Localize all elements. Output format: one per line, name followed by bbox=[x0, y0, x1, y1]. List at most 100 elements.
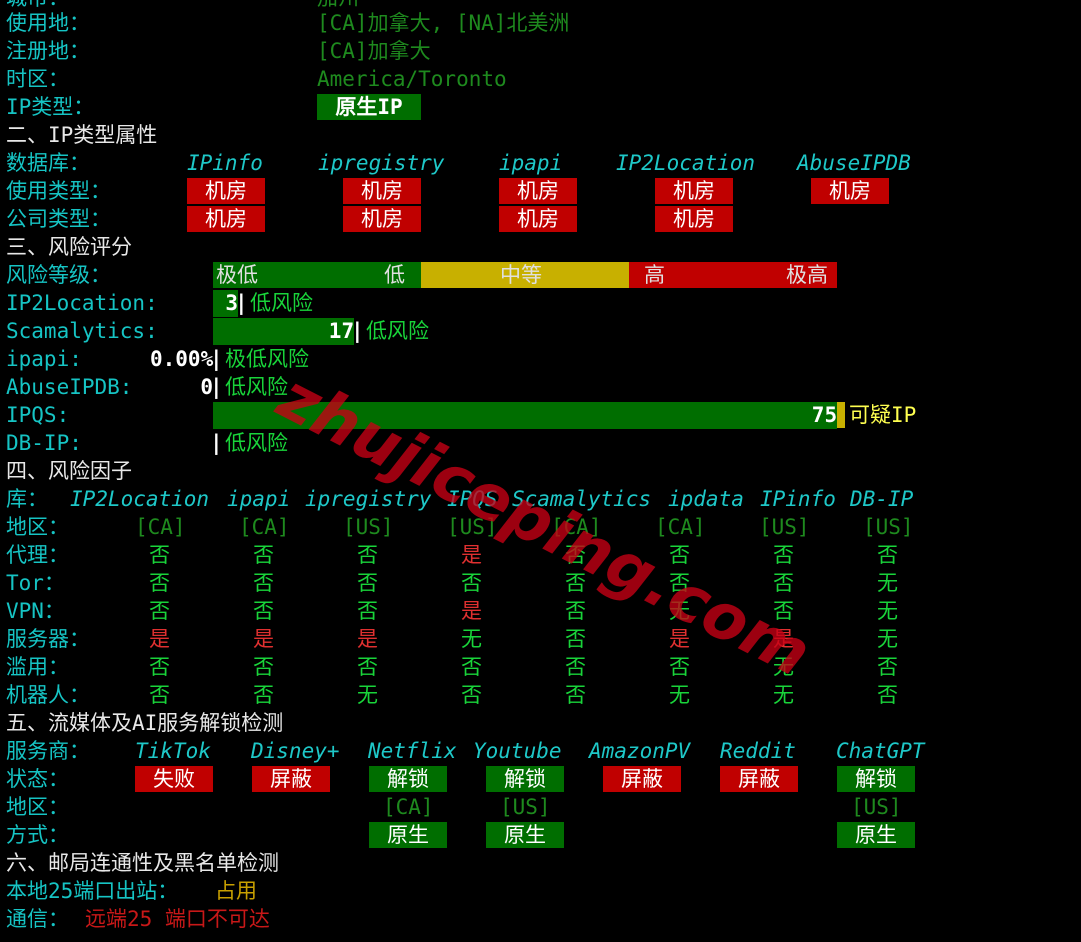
stream-status-badge: 解锁 bbox=[837, 766, 915, 792]
stream-provider-name: Youtube bbox=[473, 739, 562, 763]
timezone-label: 时区： bbox=[6, 67, 69, 91]
factor-value: 无 bbox=[669, 599, 690, 623]
factor-value: 否 bbox=[461, 683, 482, 707]
stream-region-value: [US] bbox=[851, 795, 902, 819]
factor-library-name: ipdata bbox=[668, 487, 744, 511]
factor-value: 否 bbox=[461, 655, 482, 679]
port25-label: 本地25端口出站： bbox=[6, 879, 179, 903]
factor-value: 否 bbox=[773, 599, 794, 623]
factor-row-label: VPN： bbox=[6, 599, 65, 623]
factor-region-value: [CA] bbox=[135, 515, 186, 539]
risk-score-value: 0.00% bbox=[150, 347, 214, 371]
company-type-label: 公司类型： bbox=[6, 207, 111, 231]
factor-value: 否 bbox=[149, 543, 170, 567]
factor-value: 否 bbox=[565, 655, 586, 679]
risk-level-very-low: 极低 bbox=[216, 263, 258, 287]
factor-region-value: [US] bbox=[759, 515, 810, 539]
db-ipinfo: IPinfo bbox=[187, 151, 263, 175]
stream-provider-name: AmazonPV bbox=[589, 739, 691, 763]
db-ipapi: ipapi bbox=[499, 151, 563, 175]
risk-description: 低风险 bbox=[225, 431, 288, 455]
factor-row-label: 机器人： bbox=[6, 683, 90, 707]
factor-row-label: 滥用： bbox=[6, 655, 69, 679]
risk-source-label: Scamalytics: bbox=[6, 319, 158, 343]
provider-label: 服务商： bbox=[6, 739, 90, 763]
factor-value: 是 bbox=[461, 543, 482, 567]
stream-provider-name: ChatGPT bbox=[836, 739, 925, 763]
factor-value: 否 bbox=[669, 571, 690, 595]
company-type-badge: 机房 bbox=[499, 206, 577, 232]
risk-description: 低风险 bbox=[225, 375, 288, 399]
risk-level-medium: 中等 bbox=[500, 263, 542, 287]
factor-value: 否 bbox=[149, 655, 170, 679]
stream-status-badge: 屏蔽 bbox=[720, 766, 798, 792]
factor-value: 否 bbox=[565, 683, 586, 707]
factor-row-label: 代理： bbox=[6, 543, 69, 567]
port25-value: 占用 bbox=[215, 879, 257, 903]
risk-score-value: 0 bbox=[200, 375, 214, 399]
iptype-label: IP类型： bbox=[6, 95, 95, 119]
factor-value: 否 bbox=[669, 655, 690, 679]
section-mail-title: 六、邮局连通性及黑名单检测 bbox=[6, 851, 279, 875]
status-label: 状态： bbox=[6, 767, 69, 791]
factor-library-name: ipapi bbox=[227, 487, 291, 511]
factor-library-name: DB-IP bbox=[850, 487, 914, 511]
factor-value: 是 bbox=[461, 599, 482, 623]
factor-value: 否 bbox=[357, 543, 378, 567]
risk-source-label: IP2Location: bbox=[6, 291, 158, 315]
risk-score-value: 75 bbox=[811, 403, 838, 427]
section-streaming-title: 五、流媒体及AI服务解锁检测 bbox=[6, 711, 284, 735]
factor-value: 是 bbox=[357, 627, 378, 651]
stream-provider-name: TikTok bbox=[135, 739, 211, 763]
factor-library-name: ipregistry bbox=[305, 487, 432, 511]
factor-region-label: 地区： bbox=[6, 515, 69, 539]
factor-value: 无 bbox=[877, 599, 898, 623]
factor-value: 无 bbox=[461, 627, 482, 651]
usage-type-badge: 机房 bbox=[499, 178, 577, 204]
risk-description: 可疑IP bbox=[849, 403, 917, 427]
risk-score-bar bbox=[213, 290, 238, 317]
section-risk-factors-title: 四、风险因子 bbox=[6, 459, 132, 483]
company-type-badge: 机房 bbox=[655, 206, 733, 232]
risk-separator: | bbox=[210, 375, 223, 399]
factor-region-value: [US] bbox=[343, 515, 394, 539]
risk-level-low: 低 bbox=[384, 263, 405, 287]
stream-status-badge: 屏蔽 bbox=[603, 766, 681, 792]
factor-value: 无 bbox=[877, 627, 898, 651]
risk-level-high: 高 bbox=[644, 263, 665, 287]
risk-level-label: 风险等级： bbox=[6, 263, 111, 287]
factor-row-label: Tor： bbox=[6, 571, 65, 595]
risk-separator bbox=[837, 402, 845, 428]
usage-type-badge: 机房 bbox=[343, 178, 421, 204]
factor-value: 否 bbox=[565, 599, 586, 623]
risk-scale-low bbox=[213, 262, 421, 288]
factor-library-name: IP2Location bbox=[70, 487, 210, 511]
factor-value: 否 bbox=[357, 655, 378, 679]
factor-value: 是 bbox=[253, 627, 274, 651]
company-type-badge: 机房 bbox=[187, 206, 265, 232]
factor-library-name: IPQS bbox=[447, 487, 498, 511]
factor-value: 否 bbox=[357, 571, 378, 595]
registration-label: 注册地： bbox=[6, 39, 90, 63]
section-risk-score-title: 三、风险评分 bbox=[6, 235, 132, 259]
factor-region-value: [CA] bbox=[551, 515, 602, 539]
usage-type-badge: 机房 bbox=[811, 178, 889, 204]
factor-value: 否 bbox=[149, 599, 170, 623]
factor-value: 否 bbox=[877, 543, 898, 567]
factor-region-value: [US] bbox=[447, 515, 498, 539]
factor-value: 否 bbox=[565, 627, 586, 651]
method-label: 方式： bbox=[6, 823, 69, 847]
database-label: 数据库： bbox=[6, 151, 90, 175]
stream-provider-name: Netflix bbox=[368, 739, 457, 763]
registration-value: [CA]加拿大 bbox=[317, 39, 431, 63]
factor-value: 否 bbox=[773, 571, 794, 595]
risk-scale-medium bbox=[421, 262, 629, 288]
risk-separator: | bbox=[210, 431, 223, 455]
db-ipregistry: ipregistry bbox=[318, 151, 445, 175]
risk-source-label: IPQS: bbox=[6, 403, 70, 427]
usage-label: 使用地： bbox=[6, 11, 90, 35]
factor-value: 是 bbox=[773, 627, 794, 651]
factor-value: 是 bbox=[149, 627, 170, 651]
factor-value: 否 bbox=[773, 543, 794, 567]
stream-region-value: [US] bbox=[500, 795, 551, 819]
